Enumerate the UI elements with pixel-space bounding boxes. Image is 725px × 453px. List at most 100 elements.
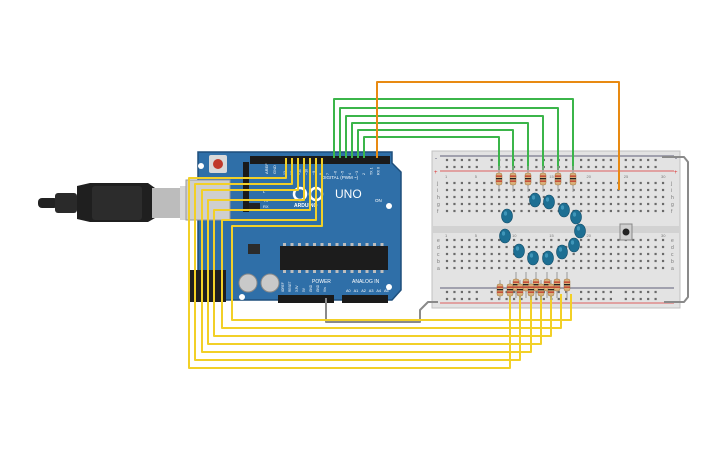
breadboard-hole[interactable] — [587, 259, 590, 263]
resistor[interactable] — [553, 272, 561, 298]
breadboard-hole[interactable] — [594, 195, 598, 199]
rail-hole[interactable] — [505, 165, 508, 169]
led[interactable] — [556, 244, 568, 260]
breadboard-hole[interactable] — [639, 259, 642, 263]
rail-hole[interactable] — [624, 290, 627, 294]
rail-hole[interactable] — [475, 158, 478, 162]
breadboard-hole[interactable] — [475, 188, 478, 192]
led[interactable] — [543, 194, 555, 210]
breadboard-hole[interactable] — [609, 188, 612, 192]
breadboard-hole[interactable] — [445, 202, 449, 206]
breadboard-hole[interactable] — [542, 238, 545, 242]
rail-hole[interactable] — [505, 290, 508, 294]
breadboard-hole[interactable] — [520, 181, 523, 185]
breadboard-hole[interactable] — [661, 252, 665, 256]
breadboard-hole[interactable] — [639, 181, 642, 185]
breadboard-hole[interactable] — [445, 188, 449, 192]
breadboard-hole[interactable] — [639, 195, 642, 199]
rail-hole[interactable] — [468, 158, 471, 162]
resistor[interactable] — [496, 280, 504, 300]
rail-hole[interactable] — [468, 297, 471, 301]
rail-hole[interactable] — [639, 158, 642, 162]
rail-hole[interactable] — [557, 297, 560, 301]
breadboard-hole[interactable] — [647, 259, 650, 263]
breadboard-hole[interactable] — [460, 259, 463, 263]
breadboard-hole[interactable] — [647, 202, 650, 206]
breadboard-hole[interactable] — [468, 252, 471, 256]
breadboard-hole[interactable] — [602, 188, 605, 192]
breadboard-hole[interactable] — [609, 238, 612, 242]
breadboard-hole[interactable] — [490, 195, 493, 199]
led[interactable] — [529, 192, 541, 208]
breadboard-hole[interactable] — [565, 181, 568, 185]
breadboard-hole[interactable] — [460, 266, 463, 270]
breadboard-hole[interactable] — [520, 266, 523, 270]
resistor[interactable] — [539, 166, 547, 192]
rail-hole[interactable] — [460, 297, 463, 301]
breadboard-hole[interactable] — [520, 188, 523, 192]
rail-hole[interactable] — [498, 297, 501, 301]
resistor[interactable] — [527, 280, 535, 300]
rail-hole[interactable] — [565, 297, 568, 301]
breadboard-hole[interactable] — [654, 238, 657, 242]
rail-hole[interactable] — [565, 158, 568, 162]
breadboard-hole[interactable] — [550, 245, 553, 249]
breadboard-hole[interactable] — [490, 209, 493, 213]
breadboard-hole[interactable] — [490, 188, 493, 192]
breadboard-hole[interactable] — [460, 188, 463, 192]
breadboard-hole[interactable] — [512, 259, 516, 263]
breadboard-hole[interactable] — [580, 195, 583, 199]
breadboard-hole[interactable] — [490, 181, 493, 185]
breadboard-hole[interactable] — [557, 259, 560, 263]
rail-hole[interactable] — [647, 158, 650, 162]
rail-hole[interactable] — [542, 297, 545, 301]
breadboard-hole[interactable] — [632, 195, 635, 199]
breadboard-hole[interactable] — [468, 259, 471, 263]
breadboard-hole[interactable] — [512, 188, 516, 192]
breadboard-hole[interactable] — [475, 209, 478, 213]
breadboard-hole[interactable] — [475, 181, 478, 185]
breadboard-hole[interactable] — [609, 195, 612, 199]
breadboard-hole[interactable] — [647, 252, 650, 256]
breadboard-hole[interactable] — [468, 245, 471, 249]
rail-hole[interactable] — [460, 290, 463, 294]
rail-hole[interactable] — [535, 158, 538, 162]
breadboard-hole[interactable] — [527, 195, 531, 199]
breadboard-hole[interactable] — [468, 181, 471, 185]
breadboard-hole[interactable] — [557, 266, 560, 270]
breadboard-hole[interactable] — [639, 245, 642, 249]
breadboard-hole[interactable] — [632, 238, 635, 242]
breadboard-hole[interactable] — [639, 209, 642, 213]
breadboard-hole[interactable] — [602, 259, 605, 263]
led[interactable] — [558, 202, 570, 218]
breadboard-hole[interactable] — [624, 245, 627, 249]
breadboard-hole[interactable] — [609, 266, 612, 270]
breadboard-hole[interactable] — [639, 188, 642, 192]
resistor[interactable] — [516, 280, 524, 300]
rail-hole[interactable] — [609, 158, 612, 162]
breadboard-hole[interactable] — [624, 202, 627, 206]
breadboard-hole[interactable] — [609, 209, 612, 213]
breadboard-hole[interactable] — [602, 181, 605, 185]
rail-hole[interactable] — [490, 158, 493, 162]
breadboard-hole[interactable] — [587, 202, 590, 206]
breadboard-hole[interactable] — [602, 195, 605, 199]
breadboard-hole[interactable] — [475, 202, 478, 206]
rail-hole[interactable] — [654, 165, 657, 169]
breadboard-hole[interactable] — [565, 266, 568, 270]
breadboard-hole[interactable] — [565, 259, 568, 263]
breadboard-hole[interactable] — [654, 245, 657, 249]
breadboard-hole[interactable] — [490, 245, 493, 249]
rail-hole[interactable] — [445, 297, 449, 301]
rail-hole[interactable] — [594, 290, 598, 294]
breadboard-hole[interactable] — [475, 195, 478, 199]
breadboard-hole[interactable] — [505, 195, 508, 199]
breadboard-hole[interactable] — [542, 245, 545, 249]
rail-hole[interactable] — [632, 290, 635, 294]
breadboard-hole[interactable] — [654, 202, 657, 206]
rail-hole[interactable] — [632, 158, 635, 162]
breadboard-hole[interactable] — [661, 238, 665, 242]
breadboard-hole[interactable] — [572, 266, 575, 270]
rail-hole[interactable] — [512, 297, 516, 301]
rail-hole[interactable] — [580, 158, 583, 162]
